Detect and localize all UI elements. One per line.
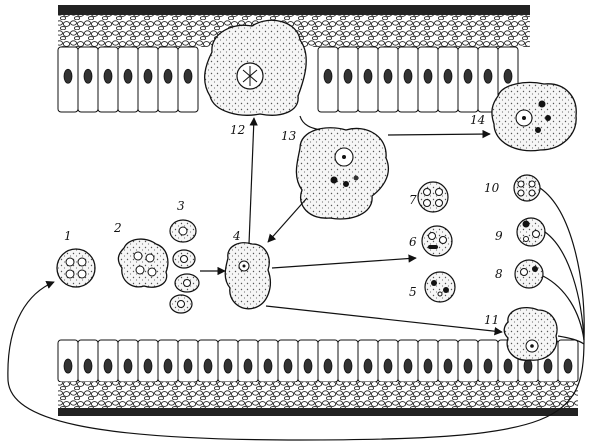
curve-from-9 <box>544 231 585 341</box>
cell-nucleus <box>63 68 73 84</box>
label-14: 14 <box>470 113 485 127</box>
arrow-12-to-13-link <box>299 115 321 131</box>
top-epithelial-cells <box>57 46 519 113</box>
curve-from-8 <box>542 275 585 341</box>
cell-nucleus <box>443 358 453 374</box>
cell-nucleus <box>283 358 293 374</box>
label-8: 8 <box>495 267 503 281</box>
cell-nucleus <box>423 68 433 84</box>
cell-nucleus <box>263 358 273 374</box>
stage-4-lumen-amoeba <box>224 242 271 310</box>
cell-nucleus <box>523 358 533 374</box>
cell-nucleus <box>543 358 553 374</box>
cell-nucleus <box>203 358 213 374</box>
stage-7-cyst <box>417 181 449 213</box>
label-1: 1 <box>64 229 72 243</box>
cell-nucleus <box>103 68 113 84</box>
cell-nucleus <box>423 358 433 374</box>
arrow-4-to-12 <box>248 117 258 245</box>
cell-nucleus <box>163 68 173 84</box>
bottom-connective-layer <box>58 382 578 408</box>
cell-nucleus <box>303 358 313 374</box>
label-11: 11 <box>484 313 499 327</box>
cell-nucleus <box>343 68 353 84</box>
arrow-4-to-cysts <box>271 254 417 269</box>
cell-nucleus <box>323 68 333 84</box>
cell-nucleus <box>183 358 193 374</box>
stage-13-large-amoeba <box>295 127 389 220</box>
cell-nucleus <box>143 358 153 374</box>
transition-arrows <box>7 115 585 441</box>
stage-5-cyst <box>424 271 456 303</box>
cell-nucleus <box>123 358 133 374</box>
cell-nucleus <box>163 358 173 374</box>
label-7: 7 <box>409 193 417 207</box>
curve-from-11 <box>557 335 585 345</box>
cell-nucleus <box>63 358 73 374</box>
cell-nucleus <box>83 358 93 374</box>
cell-nucleus <box>103 358 113 374</box>
bottom-epithelium <box>57 339 579 416</box>
label-2: 2 <box>113 221 122 235</box>
cell-nucleus <box>483 358 493 374</box>
label-6: 6 <box>409 235 417 249</box>
cell-nucleus <box>463 68 473 84</box>
cell-nucleus <box>323 358 333 374</box>
cell-nucleus <box>243 358 253 374</box>
stage-6-cyst <box>421 225 453 257</box>
cell-nucleus <box>343 358 353 374</box>
cell-nucleus <box>223 358 233 374</box>
cell-nucleus <box>383 68 393 84</box>
label-13: 13 <box>281 129 297 143</box>
arrow-13-to-4 <box>267 197 308 243</box>
cell-nucleus <box>123 68 133 84</box>
cell-nucleus <box>143 68 153 84</box>
cell-nucleus <box>483 68 493 84</box>
cell-nucleus <box>563 358 573 374</box>
label-9: 9 <box>495 229 503 243</box>
stage-9-cyst <box>516 217 546 247</box>
stage-12-tissue-amoeba <box>204 19 307 116</box>
label-5: 5 <box>409 285 417 299</box>
bottom-muscle-layer <box>58 408 578 416</box>
stage-2-excysting-amoeba <box>117 238 169 288</box>
arrow-13-to-14 <box>387 129 491 139</box>
stage-10-cyst <box>513 174 541 202</box>
stage-3-small-amoebae <box>169 219 200 314</box>
cell-nucleus <box>503 68 513 84</box>
stage-labels: 1 2 3 4 5 6 7 8 9 10 11 12 13 14 <box>64 113 503 327</box>
arrow-4-to-11 <box>265 305 503 336</box>
cell-nucleus <box>443 68 453 84</box>
cell-nucleus <box>403 68 413 84</box>
stage-14-amoeba <box>491 81 577 152</box>
cell-nucleus <box>363 358 373 374</box>
stage-1-cyst <box>56 248 96 288</box>
bottom-epithelial-cells <box>57 339 579 383</box>
label-4: 4 <box>232 229 241 243</box>
cell-nucleus <box>183 68 193 84</box>
stage-8-cyst <box>514 259 544 289</box>
cell-nucleus <box>503 358 513 374</box>
curve-from-10 <box>539 187 585 341</box>
cell-nucleus <box>383 358 393 374</box>
cell-nucleus <box>403 358 413 374</box>
cell-nucleus <box>83 68 93 84</box>
cell-nucleus <box>363 68 373 84</box>
cell-nucleus <box>463 358 473 374</box>
label-10: 10 <box>484 181 500 195</box>
stage-11-amoeba <box>503 307 558 361</box>
top-muscle-layer <box>58 5 530 15</box>
label-12: 12 <box>230 123 245 137</box>
return-arrow-to-1 <box>7 281 585 441</box>
label-3: 3 <box>177 199 185 213</box>
